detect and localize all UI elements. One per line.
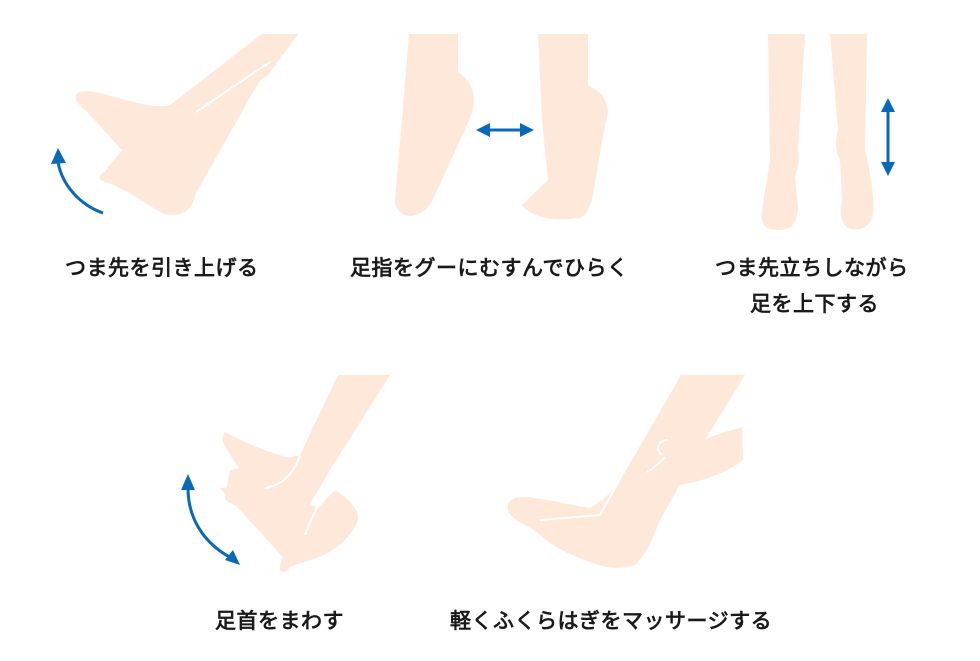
exercise-tiptoe: つま先立ちしながら 足を上下する [680,0,980,330]
curved-double-arrow-icon [181,474,240,565]
caption-tiptoe-line1: つま先立ちしながら [715,256,909,280]
exercise-toe-raise: つま先を引き上げる [0,0,330,300]
caption-ankle-rotate: 足首をまわす [215,609,344,633]
leg-calf-massage-illustration [507,374,745,568]
legs-tiptoe-illustration [761,34,874,230]
vertical-double-arrow-icon [881,98,895,176]
foot-toe-raise-illustration [75,34,298,215]
exercise-ankle-rotate: 足首をまわす [160,360,440,660]
horizontal-double-arrow-icon [476,123,534,137]
caption-toe-raise: つま先を引き上げる [65,256,259,280]
exercise-toe-grip: 足指をグーにむすんでひらく [330,0,680,300]
foot-ankle-rotate-illustration [220,375,390,573]
exercise-calf-massage: 軽くふくらはぎをマッサージする [440,360,810,660]
caption-toe-grip: 足指をグーにむすんでひらく [350,256,629,280]
caption-calf-massage: 軽くふくらはぎをマッサージする [450,609,773,633]
foot-toe-grip-illustration [394,34,608,220]
curved-up-arrow-icon [51,148,104,215]
caption-tiptoe-line2: 足を上下する [750,292,879,316]
